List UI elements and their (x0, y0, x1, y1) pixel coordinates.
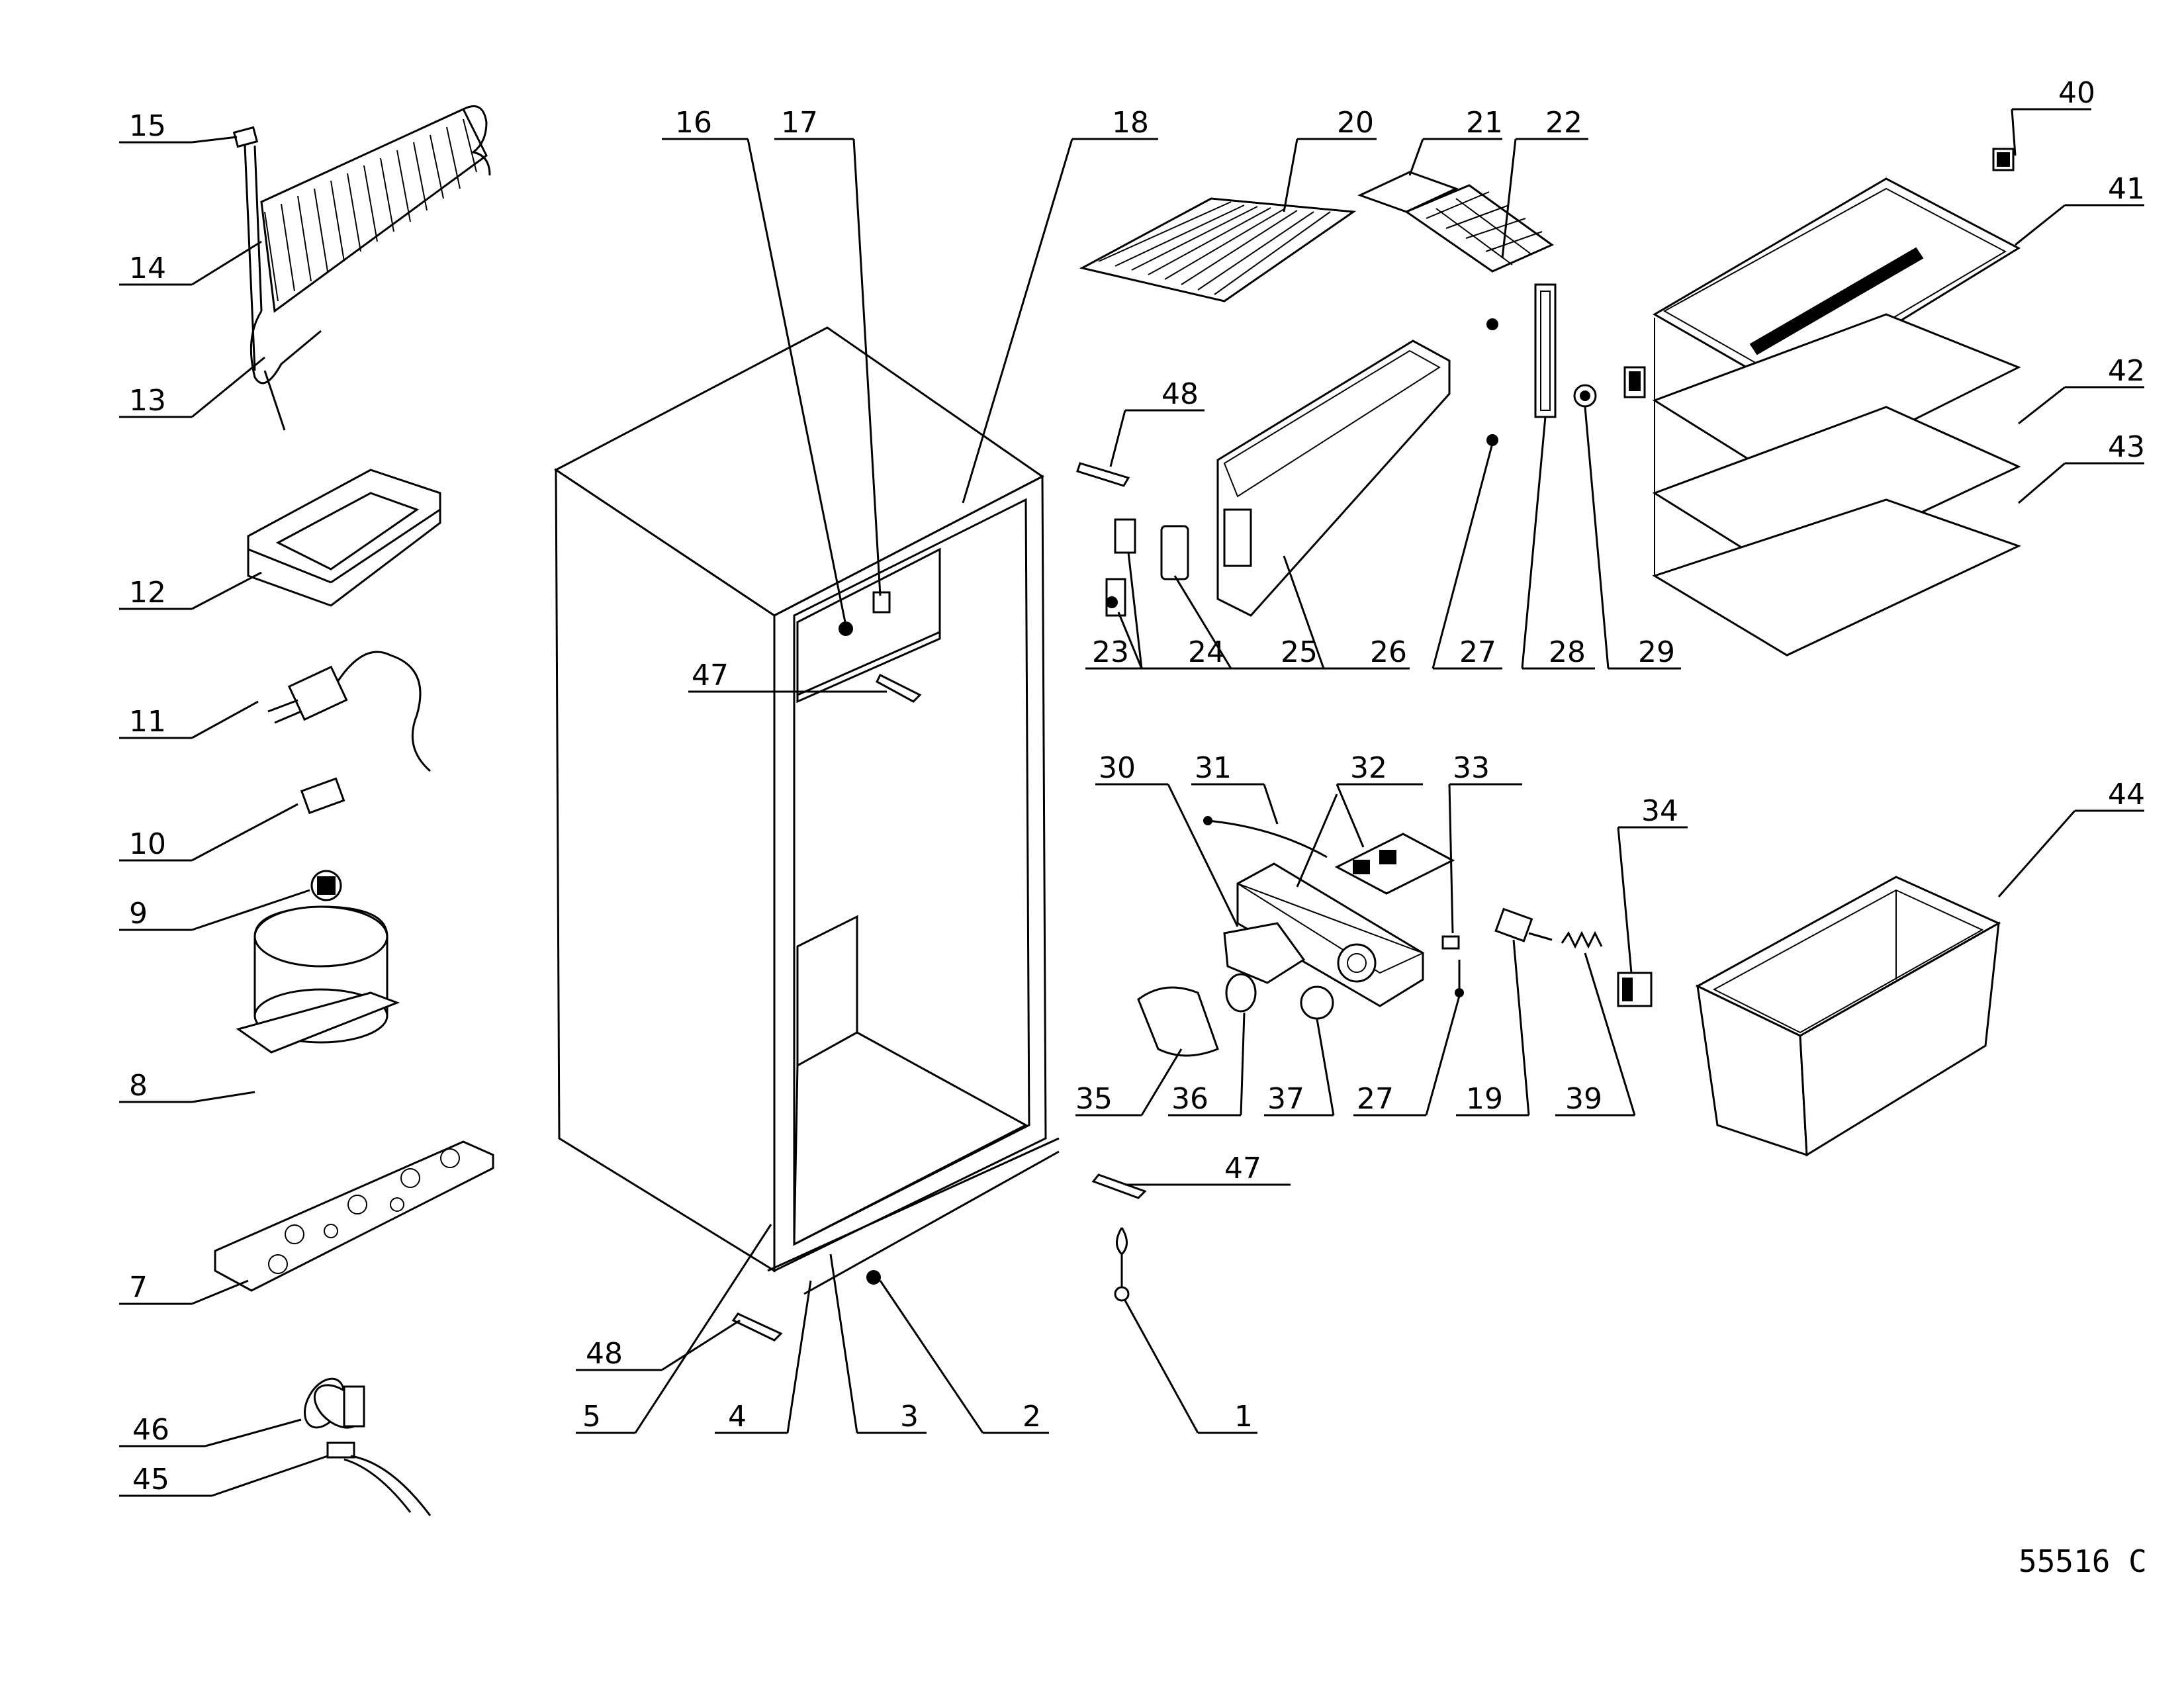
label-21: 21 (1466, 106, 1503, 140)
part-44-crisper-bin (1695, 876, 2001, 1157)
part-36-bulb (1225, 973, 1257, 1013)
part-47-lower-bracket (1091, 1173, 1147, 1199)
label-18: 18 (1112, 106, 1149, 140)
part-29-bushing (1573, 384, 1597, 408)
label-9: 9 (129, 897, 148, 931)
label-3: 3 (900, 1400, 919, 1434)
part-labels: 15 14 13 12 11 10 9 8 7 46 45 16 17 18 4… (129, 76, 2147, 1579)
part-21-tray-holder (1357, 171, 1459, 213)
label-4: 4 (728, 1400, 747, 1434)
part-28-hinge-bracket (1534, 283, 1557, 418)
part-14-condenser (244, 105, 491, 371)
part-48-top-hinge (1076, 462, 1130, 487)
label-46: 46 (132, 1413, 169, 1447)
label-39: 39 (1565, 1082, 1602, 1116)
label-22: 22 (1545, 106, 1582, 140)
part-39-spring (1561, 931, 1603, 949)
part-10-relay (300, 777, 345, 815)
part-control-housing (1236, 862, 1425, 1007)
label-5: 5 (582, 1400, 601, 1434)
label-23: 23 (1092, 635, 1129, 669)
part-20-wire-shelf (1079, 197, 1357, 302)
part-13-pipe (250, 310, 322, 431)
label-7: 7 (129, 1271, 148, 1304)
label-14: 14 (129, 251, 166, 285)
part-9-overload (310, 870, 342, 901)
part-19-door-switch (1494, 907, 1553, 942)
label-13: 13 (129, 384, 166, 418)
label-44: 44 (2108, 778, 2145, 811)
part-11-power-cord (267, 651, 431, 772)
label-43: 43 (2108, 430, 2145, 464)
part-35-light-diffuser (1137, 986, 1219, 1057)
label-29: 29 (1638, 635, 1675, 669)
label-40: 40 (2058, 76, 2095, 110)
label-33: 33 (1453, 751, 1490, 785)
label-37: 37 (1267, 1082, 1304, 1116)
part-12-drip-tray (247, 469, 441, 607)
part-48-lower-hinge (731, 1312, 783, 1342)
label-2: 2 (1023, 1400, 1041, 1434)
part-16-17-freezer-bits (839, 591, 891, 636)
part-33-27-switch-screw (1441, 935, 1464, 997)
part-41-43-glass-shelves (1652, 177, 2021, 657)
part-45-fan-wire (326, 1441, 432, 1516)
label-48-lower: 48 (586, 1337, 623, 1371)
part-24-catch (1114, 518, 1136, 554)
part-7-base-plate (214, 1140, 494, 1292)
part-47-upper-hinge (876, 673, 922, 703)
part-23-bracket (1105, 578, 1126, 617)
label-19: 19 (1466, 1082, 1503, 1116)
label-41: 41 (2108, 172, 2145, 206)
label-12: 12 (129, 576, 166, 610)
part-27-screws (1486, 318, 1498, 446)
part-32-control-box (1334, 833, 1455, 895)
label-36: 36 (1171, 1082, 1208, 1116)
label-31: 31 (1195, 751, 1232, 785)
label-20: 20 (1337, 106, 1374, 140)
part-2-screw (866, 1270, 881, 1285)
part-31-thermostat-wire (1203, 816, 1328, 858)
leader-lines (119, 108, 2144, 1497)
label-34: 34 (1641, 794, 1678, 828)
label-10: 10 (129, 827, 166, 861)
part-46-fan (304, 1377, 365, 1429)
part-15-grommet (232, 126, 259, 148)
label-27-lower: 27 (1357, 1082, 1394, 1116)
part-40-clip (1992, 148, 2015, 171)
label-24: 24 (1188, 635, 1225, 669)
label-47-lower: 47 (1224, 1152, 1261, 1185)
label-25: 25 (1281, 635, 1318, 669)
label-27-upper: 27 (1459, 635, 1496, 669)
label-45: 45 (132, 1463, 169, 1496)
part-34-connector (1617, 972, 1653, 1007)
label-28: 28 (1549, 635, 1586, 669)
label-30: 30 (1099, 751, 1136, 785)
label-26: 26 (1370, 635, 1407, 669)
label-11: 11 (129, 705, 166, 739)
label-15: 15 (129, 109, 166, 143)
label-48-upper: 48 (1161, 377, 1199, 411)
label-1: 1 (1234, 1400, 1253, 1434)
label-42: 42 (2108, 354, 2145, 388)
part-22-ice-tray (1404, 184, 1554, 273)
drawing-code: 55516 C (2019, 1543, 2147, 1579)
part-1-hinge-pin (1114, 1227, 1130, 1302)
label-35: 35 (1075, 1082, 1113, 1116)
part-8-compressor (236, 905, 400, 1054)
part-37-knob (1300, 985, 1334, 1020)
part-25-handle (1160, 525, 1189, 580)
label-17: 17 (781, 106, 818, 140)
label-32: 32 (1350, 751, 1387, 785)
cabinet-body (554, 326, 1060, 1295)
part-30-lamp-cover (1223, 922, 1306, 984)
label-16: 16 (675, 106, 712, 140)
label-47-upper: 47 (692, 659, 729, 692)
label-8: 8 (129, 1069, 148, 1103)
part-latch (1623, 366, 1646, 398)
part-26-freezer-door (1216, 340, 1451, 617)
